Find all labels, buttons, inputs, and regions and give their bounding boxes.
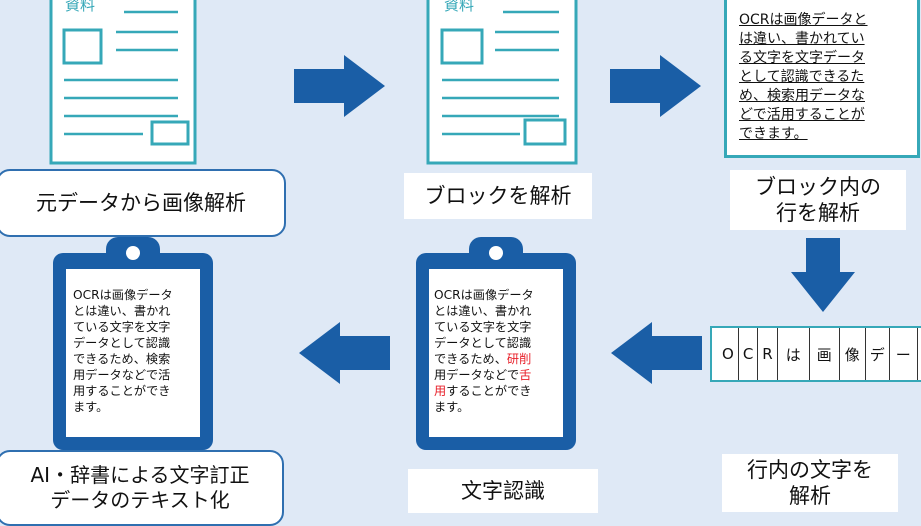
block-line: OCRは画像データと — [739, 12, 868, 28]
text-line: データとして認識 — [434, 336, 532, 350]
text-line: 用データなどで舌 — [434, 367, 558, 383]
block-line: る文字を文字データ — [739, 50, 865, 66]
character-row: O C R は 画 像 デ ー タ — [710, 326, 921, 382]
document-title: 資料 — [444, 0, 475, 14]
misrecognized-text: 研削 — [506, 352, 532, 366]
text-segment: できるため、 — [434, 352, 507, 366]
step3-label-line2: 行を解析 — [776, 201, 860, 225]
text-line: OCRは画像データ — [73, 288, 173, 302]
character-cell: O — [712, 328, 739, 380]
character-cell: ー — [890, 328, 918, 380]
document-icon — [48, 0, 198, 166]
step3-label-line1: ブロック内の — [755, 174, 881, 199]
text-line: ます。 — [73, 400, 109, 414]
arrow-left-icon — [296, 320, 392, 386]
arrow-right-icon — [608, 53, 704, 119]
arrow-left-icon — [608, 320, 704, 386]
text-line: データとして認識 — [73, 336, 171, 350]
character-cell: デ — [866, 328, 890, 380]
text-line: OCRは画像データ — [434, 288, 534, 302]
ocr-text-block: OCRは画像データと は違い、書かれてい る文字を文字データ として認識できるた… — [724, 0, 920, 158]
arrow-right-icon — [292, 53, 388, 119]
character-cell: 画 — [810, 328, 840, 380]
text-line: できるため、検索 — [73, 352, 171, 366]
step4-label: 行内の文字を 解析 — [722, 454, 898, 512]
recognized-text: OCRは画像データ とは違い、書かれ ている文字を文字 データとして認識 できる… — [434, 287, 558, 415]
block-line: として認識できるた — [739, 69, 865, 85]
document-title: 資料 — [65, 0, 96, 14]
step3-label: ブロック内の 行を解析 — [730, 170, 906, 230]
step2-label: ブロックを解析 — [404, 173, 592, 219]
block-line: どで活用することが — [739, 107, 865, 123]
text-line: 用することができ — [73, 384, 171, 398]
step5-label-text: 文字認識 — [461, 478, 545, 503]
step6-label-line2: データのテキスト化 — [50, 488, 230, 512]
text-segment: することができ — [446, 384, 532, 398]
step6-label: AI・辞書による文字訂正 データのテキスト化 — [0, 450, 284, 526]
character-cell: R — [758, 328, 778, 380]
text-line: 用することができ — [434, 383, 558, 399]
step4-label-line1: 行内の文字を — [747, 457, 873, 482]
document-icon — [425, 0, 579, 166]
text-line: ます。 — [434, 400, 470, 414]
misrecognized-text: 舌 — [519, 368, 532, 382]
block-line: め、検索用データな — [739, 88, 865, 104]
text-line: ている文字を文字 — [73, 320, 171, 334]
text-line: とは違い、書かれ — [434, 304, 532, 318]
text-line: 用データなどで活 — [73, 368, 171, 382]
character-cell: は — [778, 328, 810, 380]
text-line: ている文字を文字 — [434, 320, 532, 334]
arrow-down-icon — [789, 236, 857, 314]
text-line: できるため、研削 — [434, 351, 558, 367]
block-line: は違い、書かれてい — [739, 31, 865, 47]
text-segment: 用データなどで — [434, 368, 520, 382]
text-line: とは違い、書かれ — [73, 304, 171, 318]
step1-label: 元データから画像解析 — [0, 169, 286, 237]
step2-label-text: ブロックを解析 — [424, 183, 572, 208]
step5-label: 文字認識 — [408, 469, 598, 513]
block-line: できます。 — [739, 126, 808, 142]
character-cell: 像 — [840, 328, 866, 380]
step1-label-text: 元データから画像解析 — [36, 190, 246, 215]
step4-label-line2: 解析 — [789, 484, 831, 508]
character-cell: C — [739, 328, 759, 380]
step6-label-line1: AI・辞書による文字訂正 — [30, 463, 250, 487]
corrected-text: OCRは画像データ とは違い、書かれ ている文字を文字 データとして認識 できる… — [73, 287, 197, 415]
misrecognized-text: 用 — [434, 384, 447, 398]
